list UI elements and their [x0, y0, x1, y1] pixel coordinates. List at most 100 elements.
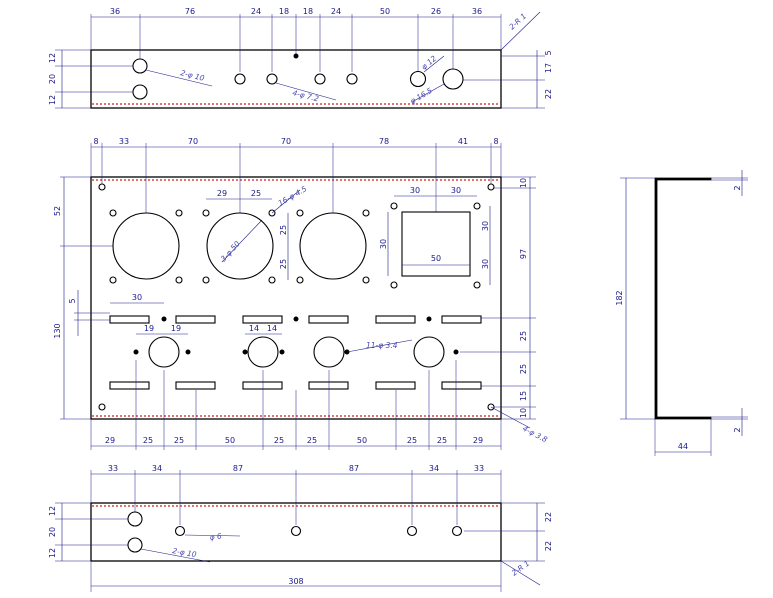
lower-slot: [109, 381, 150, 390]
side-view: 182 44 2 2: [615, 170, 748, 456]
socket-screw-hole: [175, 209, 183, 217]
main-top-dim-3: 70: [281, 137, 291, 146]
main-top-dim-6: 8: [493, 137, 498, 146]
side-width-dim: 44: [678, 442, 688, 451]
corner-hole: [98, 183, 106, 191]
cutout-dim-30a: 30: [481, 221, 490, 231]
bottom-leader: [140, 548, 211, 563]
control-screw-dot: [133, 349, 139, 355]
top-view: 36 76 24 18 18 24 50 26 36 12 20 12 5 17…: [48, 7, 553, 109]
cutout-dim-30b: 30: [481, 259, 490, 269]
main-top-dim-0: 8: [93, 137, 98, 146]
upper-slot: [441, 315, 482, 324]
socket-screw-hole: [175, 276, 183, 284]
top-note-corner-radius: 2-R 1: [507, 12, 528, 32]
bottom-note-holes-10: 2-φ 10: [172, 546, 198, 559]
control-spacing-dim-1: 19: [171, 324, 181, 333]
control-screw-dot: [242, 349, 248, 355]
cutout-dim-1: 30: [451, 186, 461, 195]
upper-slot: [175, 315, 216, 324]
lower-slot: [441, 381, 482, 390]
socket-screw-hole: [202, 209, 210, 217]
main-leader: [271, 189, 301, 214]
lower-slot: [242, 381, 283, 390]
main-right-dim-0: 10: [519, 178, 528, 188]
socket-screw-hole: [296, 276, 304, 284]
main-view: 8 33 70 70 78 41 8 52 130 5 30: [53, 137, 549, 450]
main-leader: [490, 406, 531, 429]
bottom-hole-6: [406, 525, 418, 537]
bottom-top-dim-5: 33: [474, 464, 484, 473]
control-hole: [247, 336, 279, 368]
main-leader: [346, 339, 413, 353]
bottom-top-dim-4: 34: [429, 464, 439, 473]
main-leader: [221, 219, 263, 263]
upper-slot: [109, 315, 150, 324]
tube-hole-50: [299, 212, 367, 280]
bottom-hole-6: [174, 525, 186, 537]
top-right-dim-1: 17: [544, 63, 553, 73]
corner-hole: [98, 403, 106, 411]
socket-screw-hole: [109, 276, 117, 284]
slot-dot: [293, 316, 299, 322]
socket-screw-hole: [109, 209, 117, 217]
top-hole-7-2: [234, 73, 246, 85]
side-profile: [654, 177, 712, 420]
control-spacing-dim-2: 14: [249, 324, 259, 333]
upper-slot: [242, 315, 283, 324]
top-dim-2: 24: [251, 7, 261, 16]
cutout-screw-hole: [473, 202, 481, 210]
cutout-screw-hole: [473, 281, 481, 289]
top-dim-7: 26: [431, 7, 441, 16]
bottom-hole-6: [290, 525, 302, 537]
socket-spacing-dim-1: 25: [251, 189, 261, 198]
bottom-view: 33 34 87 87 34 33 12 20 12 22 22 308 φ 6…: [48, 464, 553, 592]
socket-screw-hole: [202, 276, 210, 284]
lower-slot: [375, 381, 416, 390]
control-spacing-dim-3: 14: [267, 324, 277, 333]
main-top-dim-1: 33: [119, 137, 129, 146]
bottom-right-dim-0: 22: [544, 512, 553, 522]
main-top-dim-4: 78: [379, 137, 389, 146]
side-thick-bottom-dim: 2: [733, 427, 742, 432]
control-hole: [313, 336, 345, 368]
main-right-dim-3: 25: [519, 364, 528, 374]
top-dim-5: 24: [331, 7, 341, 16]
top-leader: [275, 82, 337, 101]
control-screw-dot: [279, 349, 285, 355]
slot-dot: [161, 316, 167, 322]
top-left-dim-0: 12: [48, 53, 57, 63]
corner-hole: [487, 183, 495, 191]
bottom-top-dim-1: 34: [152, 464, 162, 473]
main-bottom-dim-4: 25: [274, 436, 284, 445]
cutout-dim-2: 30: [379, 239, 388, 249]
lower-slot: [175, 381, 216, 390]
top-hole-small: [293, 53, 299, 59]
main-left-dim-0: 52: [53, 206, 62, 216]
top-dim-0: 36: [110, 7, 120, 16]
main-bottom-dim-6: 50: [357, 436, 367, 445]
top-dim-8: 36: [472, 7, 482, 16]
main-right-dim-4: 10: [519, 408, 528, 418]
main-left-dim-2: 5: [68, 298, 77, 303]
top-leader: [145, 69, 213, 87]
upper-slot: [375, 315, 416, 324]
top-dim-3: 18: [279, 7, 289, 16]
main-bottom-dim-2: 25: [174, 436, 184, 445]
side-height-dim: 182: [615, 290, 624, 305]
main-right-dim-2: 25: [519, 331, 528, 341]
top-hole-10: [132, 58, 148, 74]
bottom-top-dim-3: 87: [349, 464, 359, 473]
bottom-left-dim-1: 20: [48, 527, 57, 537]
socket-screw-hole: [362, 276, 370, 284]
lower-slot: [308, 381, 349, 390]
control-hole: [148, 336, 180, 368]
tube-hole-50: [112, 212, 180, 280]
top-hole-7-2: [314, 73, 326, 85]
cutout-screw-hole: [390, 202, 398, 210]
main-right-dim-1: 97: [519, 249, 528, 259]
cutout-screw-hole: [390, 281, 398, 289]
top-left-dim-2: 12: [48, 95, 57, 105]
socket-vertical-dim-1: 25: [279, 259, 288, 269]
socket-screw-hole: [268, 276, 276, 284]
